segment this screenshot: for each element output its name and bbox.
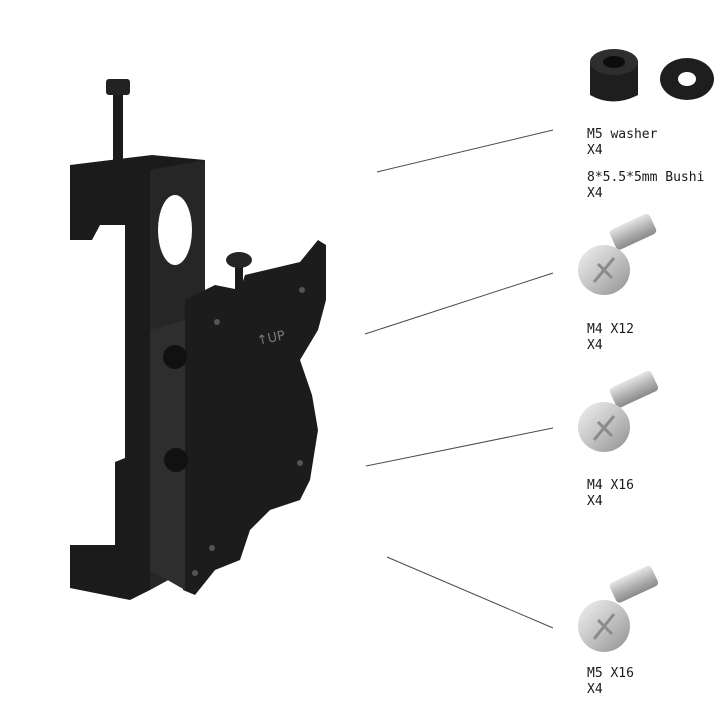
- part-label-m5x16: M5 X16 X4: [587, 666, 634, 698]
- bushing-icon: [590, 49, 638, 102]
- tilt-bolt-head: [226, 252, 252, 268]
- up-marker: ↑UP: [256, 328, 287, 349]
- screw-icon: [578, 213, 657, 295]
- leader-line-m4x12: [364, 272, 554, 335]
- part-name: M5 X16: [587, 666, 634, 681]
- wall-bracket: ↑UP: [70, 79, 326, 600]
- top-bolt-shaft: [113, 92, 123, 164]
- screw-icon: [578, 565, 659, 652]
- part-name: M5 washer: [587, 127, 658, 142]
- mount-hole: [209, 545, 215, 551]
- leader-line-m5x16: [386, 556, 554, 629]
- leader-lines: [364, 129, 554, 629]
- part-label-m4x16: M4 X16 X4: [587, 478, 634, 510]
- part-label-bushing: 8*5.5*5mm Bushi X4: [587, 170, 704, 202]
- part-label-washer: M5 washer X4: [587, 127, 657, 159]
- part-qty: X4: [587, 682, 603, 697]
- part-name: M4 X12: [587, 322, 634, 337]
- washer-icon: [660, 58, 714, 100]
- upper-opening: [158, 195, 192, 265]
- hinge-bolt-upper: [163, 345, 187, 369]
- mount-hole: [192, 570, 198, 576]
- tilt-bolt-shaft: [235, 262, 243, 302]
- tilt-plate: [183, 240, 326, 595]
- screw-icon: [578, 370, 659, 452]
- mount-hole: [214, 319, 220, 325]
- part-qty: X4: [587, 186, 603, 201]
- top-bolt-head: [106, 79, 130, 95]
- part-qty: X4: [587, 494, 603, 509]
- back-hook-plate: [70, 155, 205, 600]
- part-qty: X4: [587, 143, 603, 158]
- part-name: 8*5.5*5mm Bushi: [587, 170, 705, 185]
- hinge-bolt-lower: [164, 448, 188, 472]
- mount-hole: [299, 287, 305, 293]
- part-label-m4x12: M4 X12 X4: [587, 322, 634, 354]
- part-qty: X4: [587, 338, 603, 353]
- mount-hole: [297, 460, 303, 466]
- part-name: M4 X16: [587, 478, 634, 493]
- leader-line-washer: [376, 129, 554, 173]
- leader-line-m4x16: [365, 427, 554, 467]
